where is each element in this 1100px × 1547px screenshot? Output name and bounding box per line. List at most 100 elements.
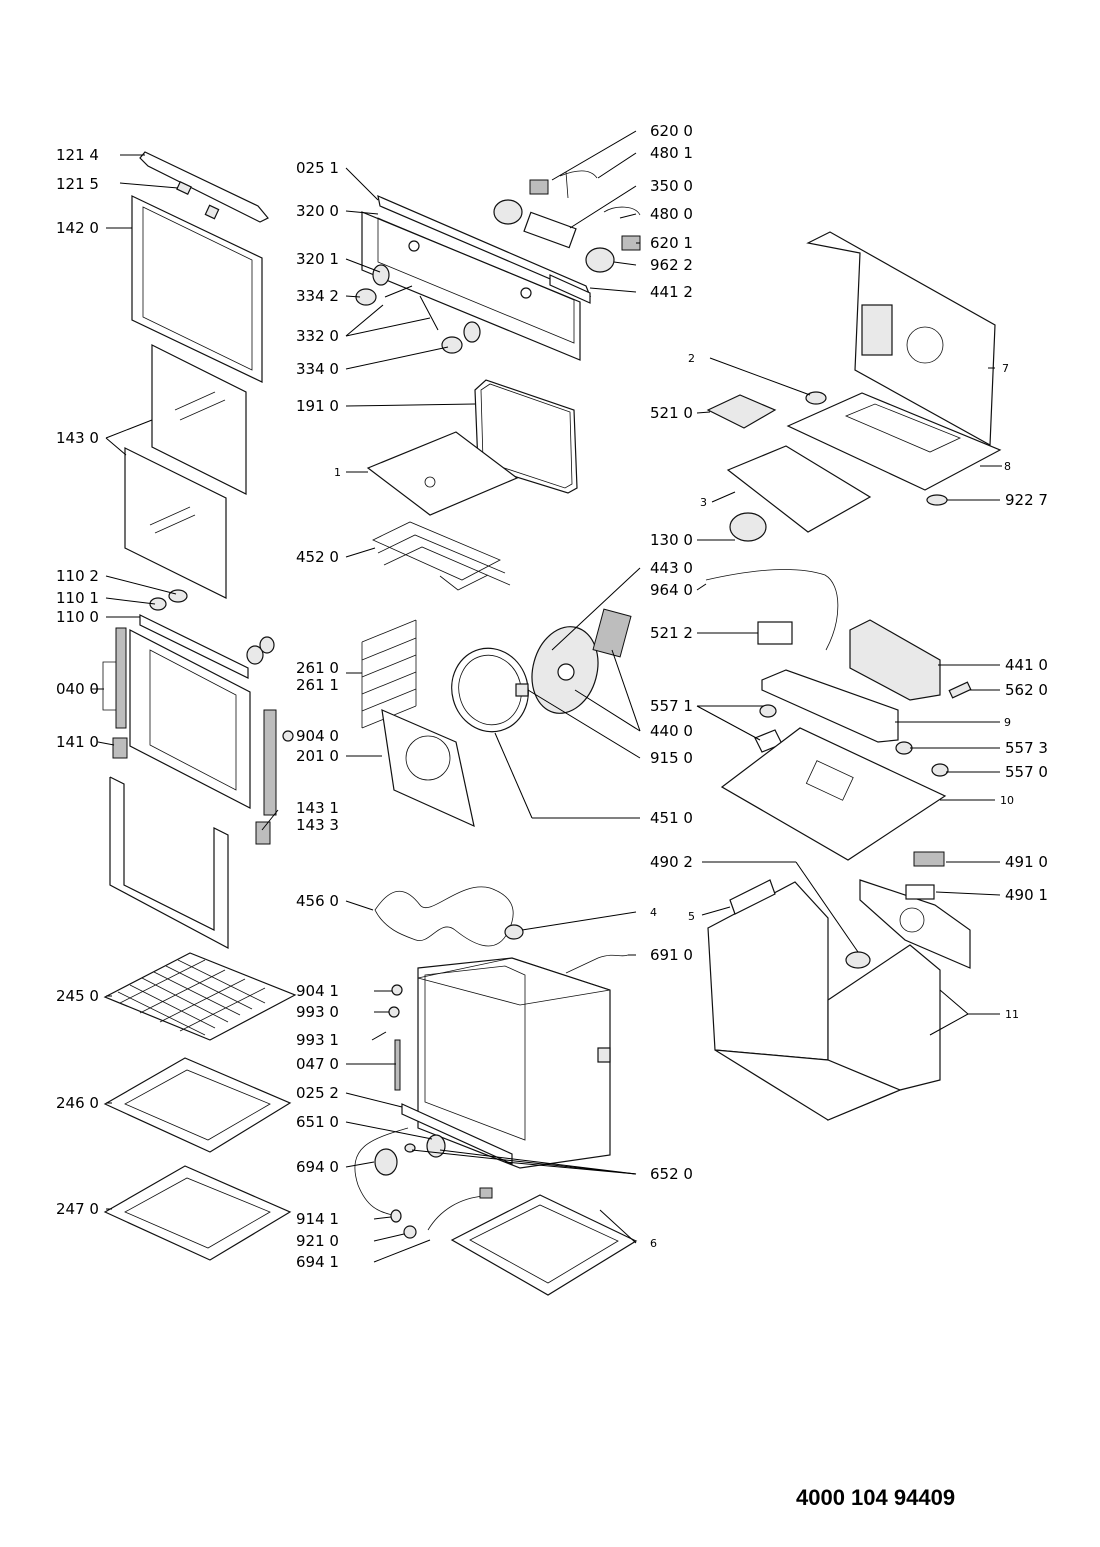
label-261-1: 261 1: [296, 676, 339, 694]
wire-480-0: [603, 206, 641, 216]
bracket-5: [729, 879, 776, 915]
spacer-562-0: [948, 681, 972, 699]
label-040-0: 040 0: [56, 680, 99, 698]
label-1: 1: [334, 466, 341, 479]
grill-element: [372, 521, 511, 591]
outer-door-glass: [131, 195, 263, 383]
label-2: 2: [688, 352, 695, 365]
label-480-1: 480 1: [650, 144, 693, 162]
spacer-915-0: [515, 683, 529, 697]
washer-110-2: [168, 589, 188, 603]
lamp-socket: [374, 1148, 398, 1176]
screw-904-0: [282, 730, 294, 742]
label-9: 9: [1004, 716, 1011, 729]
label-993-0: 993 0: [296, 1003, 339, 1021]
vent-grid: [861, 304, 893, 356]
pcb-521-0: [706, 394, 777, 429]
door-gasket: [109, 776, 229, 950]
ring-921-0: [403, 1225, 417, 1239]
label-620-0: 620 0: [650, 122, 693, 140]
label-334-2: 334 2: [296, 287, 339, 305]
plate-3: [726, 445, 872, 533]
label-143-0: 143 0: [56, 429, 99, 447]
thermostat-557-3: [895, 741, 913, 755]
label-7: 7: [1002, 362, 1009, 375]
label-350-0: 350 0: [650, 177, 693, 195]
label-491-0: 491 0: [1005, 853, 1048, 871]
lamp-cover: [426, 1134, 446, 1158]
label-320-0: 320 0: [296, 202, 339, 220]
floor-frame: [714, 1049, 902, 1121]
door-assembly: [102, 151, 294, 950]
label-246-0: 246 0: [56, 1094, 99, 1112]
clip-121-5: [176, 181, 192, 195]
panel-491: [859, 879, 971, 969]
label-320-1: 320 1: [296, 250, 339, 268]
label-121-4: 121 4: [56, 146, 99, 164]
cap-4: [504, 924, 524, 940]
fan-assembly: [515, 569, 972, 861]
lower-element: [374, 886, 514, 947]
washer-b: [259, 636, 275, 654]
pipe-964-0: [705, 569, 839, 651]
label-245-0: 245 0: [56, 987, 99, 1005]
rear-panel: [381, 709, 475, 828]
label-142-0: 142 0: [56, 219, 99, 237]
side-wall-left: [707, 881, 829, 1061]
rod-047-0: [394, 1039, 401, 1091]
label-557-1: 557 1: [650, 697, 693, 715]
label-620-1: 620 1: [650, 234, 693, 252]
cover-490-1: [905, 884, 935, 900]
relay-521-2: [757, 621, 793, 645]
door-top-trim: [139, 151, 269, 223]
baking-tray: [103, 1057, 292, 1153]
top-assembly: [706, 231, 1002, 542]
bottom-cover: [450, 1194, 638, 1296]
shelf-support: [361, 619, 417, 729]
label-962-2: 962 2: [650, 256, 693, 274]
label-441-0: 441 0: [1005, 656, 1048, 674]
tangential-fan-441-0: [849, 619, 941, 701]
lamp-bulb: [404, 1143, 416, 1153]
washer-a: [246, 645, 264, 665]
label-143-3: 143 3: [296, 816, 339, 834]
knob-334-0: [463, 321, 481, 343]
label-652-0: 652 0: [650, 1165, 693, 1183]
label-490-2: 490 2: [650, 853, 693, 871]
label-521-2: 521 2: [650, 624, 693, 642]
thermal-fuse-490-2: [845, 951, 871, 969]
knob-334-0b: [441, 336, 463, 354]
drip-pan: [103, 1165, 292, 1261]
inner-glass-lower: [124, 447, 227, 599]
label-922-7: 922 7: [1005, 491, 1048, 509]
label-915-0: 915 0: [650, 749, 693, 767]
label-191-0: 191 0: [296, 397, 339, 415]
clip-121-5b: [204, 204, 220, 220]
door-bar: [139, 614, 249, 679]
label-141-0: 141 0: [56, 733, 99, 751]
control-panel-assembly: [355, 194, 592, 947]
part-labels: 121 4 121 5 142 0 143 0 110 2 110 1 110 …: [56, 122, 1048, 1271]
label-694-1: 694 1: [296, 1253, 339, 1271]
knob-320-1: [372, 264, 390, 286]
cooling-plate-8: [786, 392, 1002, 491]
label-964-0: 964 0: [650, 581, 693, 599]
label-110-1: 110 1: [56, 589, 99, 607]
label-562-0: 562 0: [1005, 681, 1048, 699]
label-130-0: 130 0: [650, 531, 693, 549]
display-350-0: [523, 211, 577, 249]
label-691-0: 691 0: [650, 946, 693, 964]
sensor-cable: [354, 1127, 409, 1216]
label-025-1: 025 1: [296, 159, 339, 177]
label-490-1: 490 1: [1005, 886, 1048, 904]
label-332-0: 332 0: [296, 327, 339, 345]
label-121-5: 121 5: [56, 175, 99, 193]
washer-110-1: [149, 597, 167, 611]
oven-cavity: [354, 957, 638, 1296]
bottom-strip: [401, 1103, 513, 1165]
screw-993-0: [388, 1006, 400, 1018]
fan-motor-443-0: [592, 608, 632, 658]
label-557-3: 557 3: [1005, 739, 1048, 757]
label-441-2: 441 2: [650, 283, 693, 301]
label-334-0: 334 0: [296, 360, 339, 378]
